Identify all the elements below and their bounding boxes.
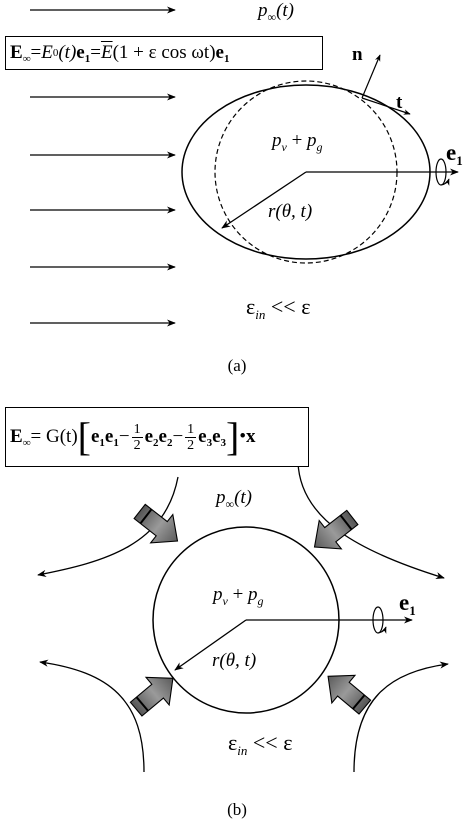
radius-arrow-b bbox=[174, 619, 247, 671]
eq-a-rest: (1 + ε cos ωt) bbox=[112, 42, 216, 63]
radius-arrow-a bbox=[221, 171, 307, 229]
tangent-vector-arrow bbox=[361, 97, 411, 115]
tangent-vector-label: t bbox=[396, 92, 403, 113]
eq-b-g: = G(t) bbox=[30, 426, 78, 447]
eq-a-eq1: = bbox=[30, 42, 42, 63]
e1-axis-label-b: e1 bbox=[399, 590, 416, 618]
permittivity-label-a: εin << ε bbox=[246, 294, 310, 322]
eq-b-minus2: − bbox=[172, 426, 184, 447]
eq-a-e0-sub: 0 bbox=[52, 47, 59, 59]
eq-a-e1b: e1 bbox=[215, 41, 230, 65]
ambient-pressure-label-a: p∞(t) bbox=[256, 0, 294, 24]
panel-caption-a: (a) bbox=[228, 356, 247, 375]
eq-b-minus1: − bbox=[118, 426, 130, 447]
panel-b bbox=[37, 461, 449, 773]
eq-b-term1: e1e1 bbox=[90, 425, 119, 449]
rotation-arrow-a bbox=[440, 178, 450, 186]
eq-a-e0-arg: (t) bbox=[58, 42, 77, 63]
flow-arrow-bottom-left bbox=[129, 676, 174, 717]
field-arrows-a bbox=[30, 6, 176, 327]
eq-b-lhs: E∞ bbox=[10, 425, 31, 449]
permittivity-label-b: εin << ε bbox=[228, 730, 292, 758]
eq-b-term3: e3e3 bbox=[198, 425, 227, 449]
eq-b-dot: • bbox=[239, 426, 247, 447]
flow-curve-bottom-left bbox=[39, 659, 145, 773]
rotation-arrow-b bbox=[377, 626, 387, 634]
eq-a-eq2: = bbox=[90, 42, 101, 63]
panel-a bbox=[30, 6, 459, 327]
eq-a-e1: e1 bbox=[76, 41, 91, 65]
flow-arrow-top-left bbox=[133, 503, 179, 544]
flow-curve-top-right bbox=[297, 461, 445, 580]
interior-pressure-label-b: pv + pg bbox=[211, 584, 264, 608]
panel-caption-b: (b) bbox=[227, 800, 247, 819]
e1-axis-label-a: e1 bbox=[446, 140, 463, 168]
normal-vector-arrow bbox=[361, 54, 381, 99]
flow-curve-bottom-right bbox=[353, 661, 449, 773]
interior-pressure-label-a: pv + pg bbox=[270, 130, 323, 154]
radius-label-a: r(θ, t) bbox=[268, 201, 312, 222]
eq-a-lhs: E∞ bbox=[10, 41, 31, 65]
flow-arrow-top-right bbox=[313, 509, 359, 550]
normal-vector-label: n bbox=[352, 44, 363, 65]
eq-a-e0: E bbox=[41, 42, 53, 63]
eq-a-ebar: E bbox=[100, 42, 113, 63]
eq-b-x: x bbox=[246, 426, 256, 447]
flow-curve-top-left bbox=[37, 476, 179, 577]
flow-direction-arrows bbox=[129, 503, 372, 717]
flow-curves-b bbox=[37, 461, 449, 773]
radius-label-b: r(θ, t) bbox=[212, 650, 256, 671]
eq-b-bracket-open: [ bbox=[77, 414, 91, 459]
flow-arrow-bottom-right bbox=[327, 674, 372, 715]
eq-b-bracket-close: ] bbox=[226, 414, 240, 459]
eq-b-term2: e2e2 bbox=[144, 425, 173, 449]
ambient-pressure-label-b: p∞(t) bbox=[214, 487, 252, 511]
